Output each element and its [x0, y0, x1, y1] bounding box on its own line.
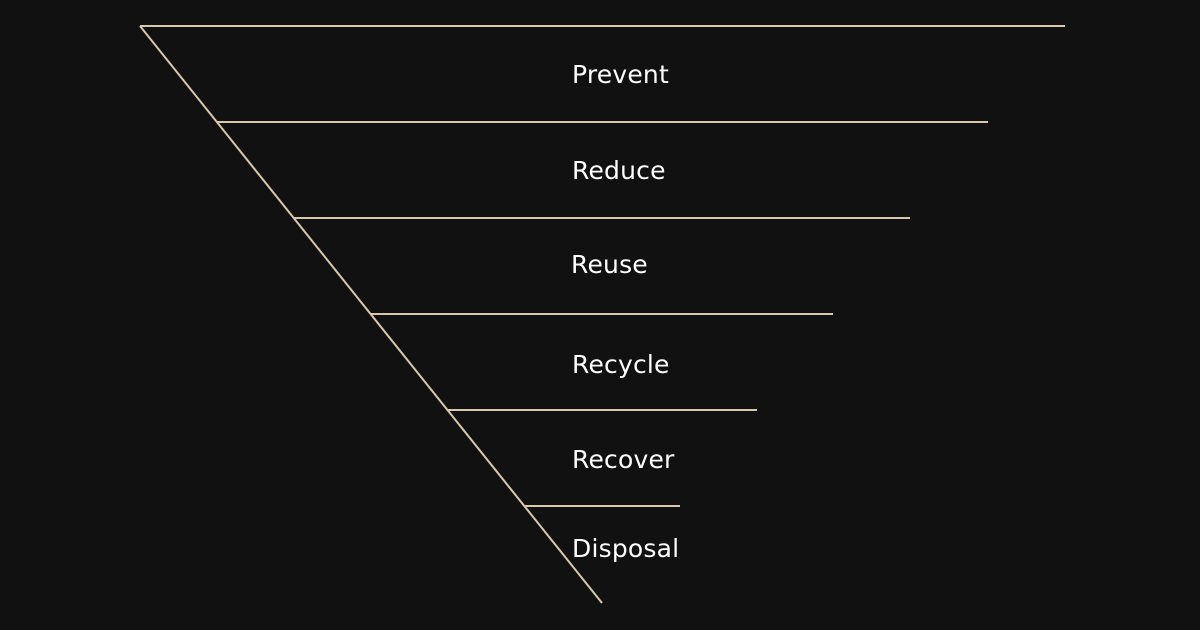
level-label-prevent: Prevent: [572, 60, 669, 89]
level-label-recycle: Recycle: [572, 350, 670, 379]
level-label-recover: Recover: [572, 445, 675, 474]
level-label-reuse: Reuse: [571, 250, 648, 279]
level-label-disposal: Disposal: [572, 534, 680, 563]
level-label-reduce: Reduce: [572, 156, 666, 185]
